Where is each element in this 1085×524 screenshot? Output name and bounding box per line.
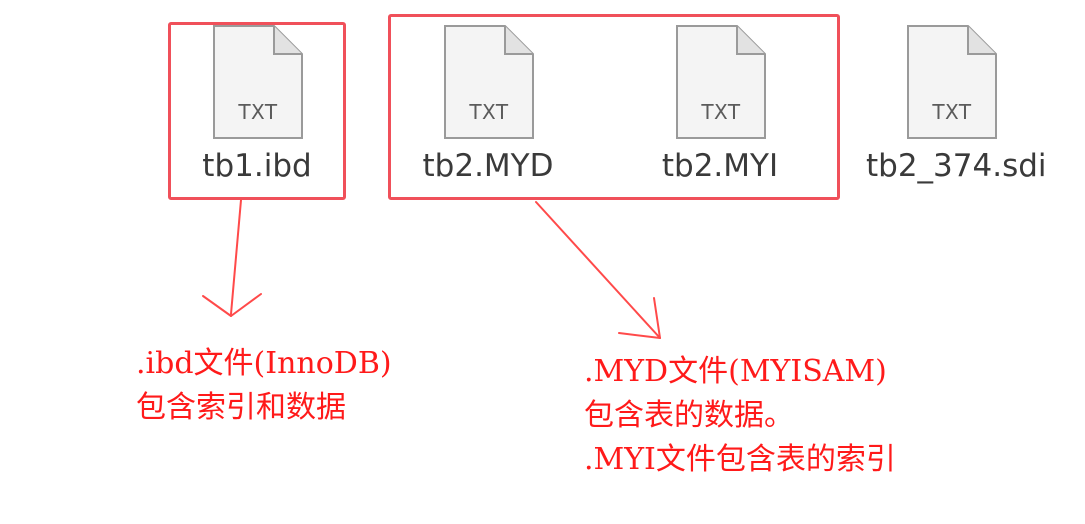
innodb-annotation-line1: .ibd文件(InnoDB) bbox=[136, 346, 392, 381]
document-icon: TXT bbox=[210, 24, 306, 142]
file-tb1-ibd[interactable]: TXT tb1.ibd bbox=[172, 24, 342, 194]
innodb-arrow-line bbox=[230, 199, 242, 315]
file-name: tb2.MYI bbox=[661, 148, 779, 184]
myisam-arrow-head-right bbox=[653, 297, 661, 339]
innodb-annotation: .ibd文件(InnoDB) 包含索引和数据 bbox=[136, 342, 392, 430]
file-name: tb2.MYD bbox=[422, 148, 554, 184]
file-name: tb2_374.sdi bbox=[866, 148, 1047, 184]
file-type-label: TXT bbox=[469, 100, 509, 124]
file-name: tb1.ibd bbox=[202, 148, 312, 184]
file-type-label: TXT bbox=[932, 100, 972, 124]
document-icon: TXT bbox=[904, 24, 1000, 142]
file-tb2-myd[interactable]: TXT tb2.MYD bbox=[403, 24, 573, 194]
innodb-arrow-head-left bbox=[202, 295, 232, 317]
innodb-arrow-head-right bbox=[230, 293, 262, 317]
innodb-file-highlight-box bbox=[168, 22, 346, 200]
myisam-annotation-line2: 包含表的数据。 bbox=[584, 398, 794, 433]
document-icon: TXT bbox=[673, 24, 769, 142]
myisam-files-highlight-box bbox=[388, 14, 840, 200]
myisam-annotation: .MYD文件(MYISAM) 包含表的数据。 .MYI文件包含表的索引 bbox=[584, 350, 896, 482]
document-icon: TXT bbox=[441, 24, 537, 142]
myisam-annotation-line1: .MYD文件(MYISAM) bbox=[584, 354, 887, 389]
myisam-arrow-head-left bbox=[618, 332, 661, 339]
file-type-label: TXT bbox=[238, 100, 278, 124]
file-tb2-374-sdi[interactable]: TXT tb2_374.sdi bbox=[866, 24, 1047, 194]
innodb-annotation-line2: 包含索引和数据 bbox=[136, 390, 346, 425]
file-tb2-myi[interactable]: TXT tb2.MYI bbox=[635, 24, 805, 194]
file-type-label: TXT bbox=[701, 100, 741, 124]
myisam-arrow-line bbox=[535, 201, 661, 339]
myisam-annotation-line3: .MYI文件包含表的索引 bbox=[584, 442, 896, 477]
